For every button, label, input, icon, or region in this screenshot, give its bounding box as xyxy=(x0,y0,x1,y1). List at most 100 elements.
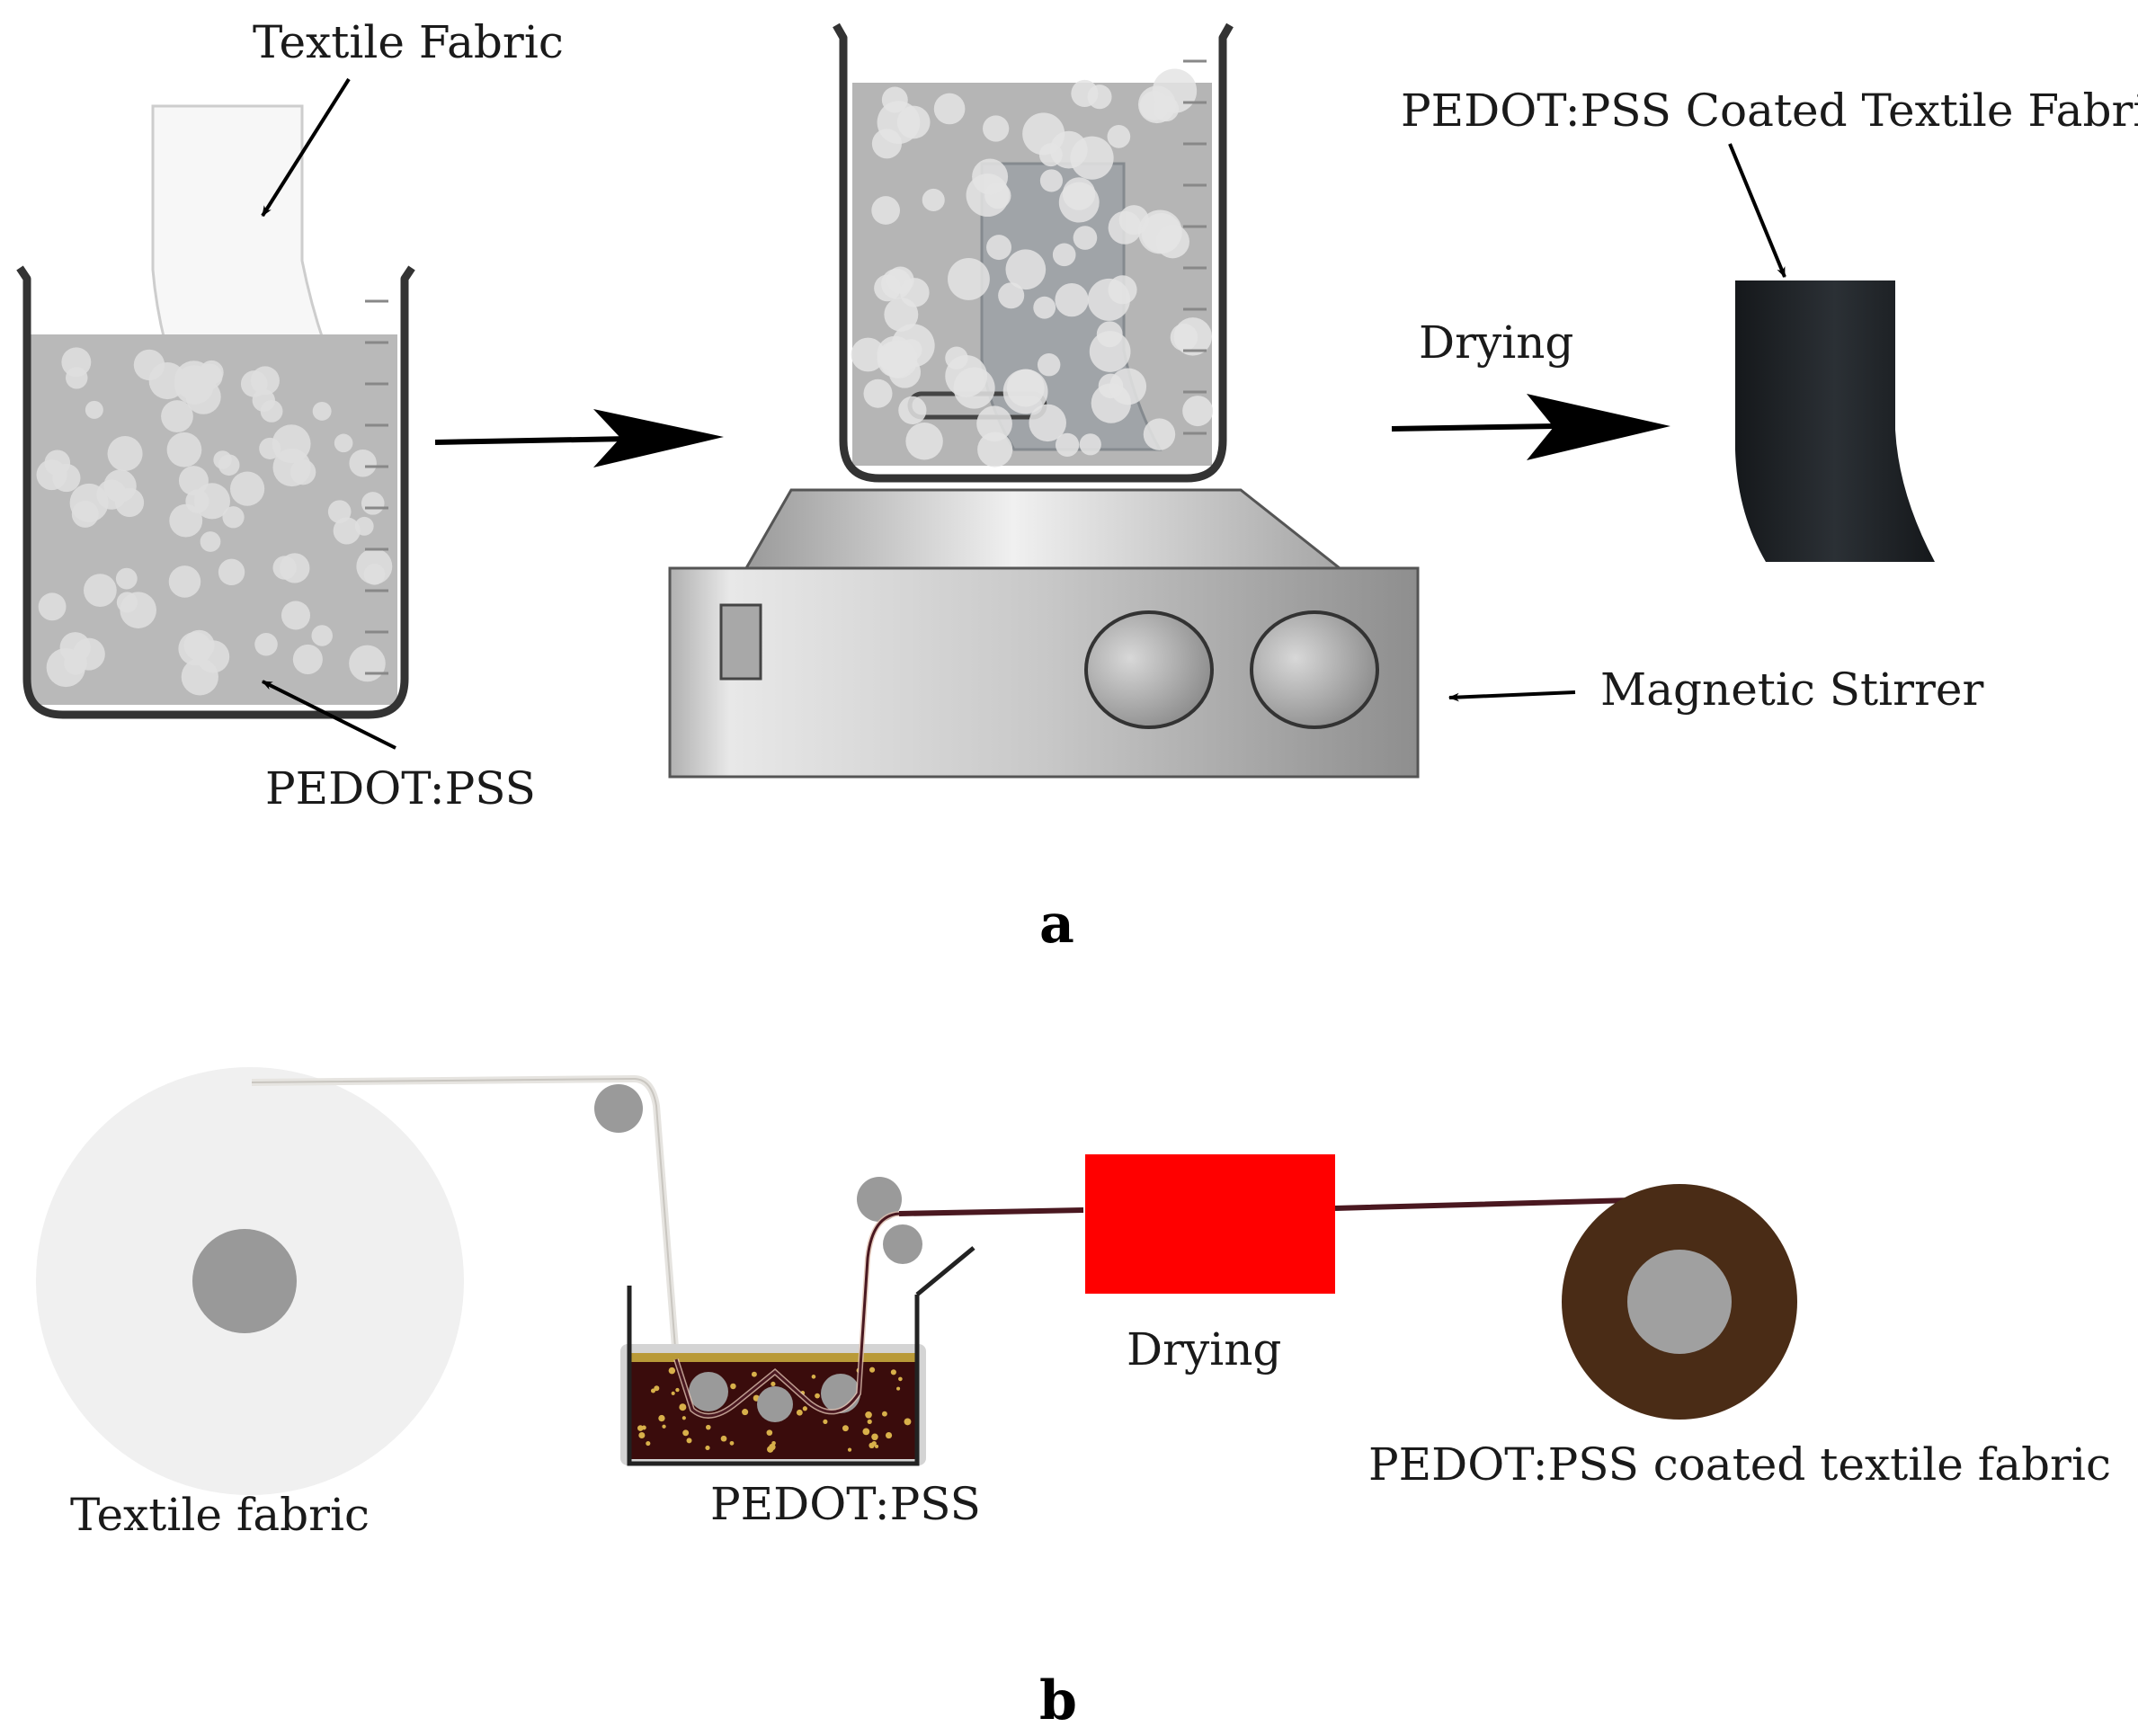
bubble xyxy=(181,658,218,696)
particle xyxy=(898,1376,903,1382)
panel-a: Textile Fabric PEDOT:PSS Drying xyxy=(16,16,2138,956)
stirrer-knob-2 xyxy=(1250,610,1379,729)
bubble xyxy=(1037,352,1061,377)
stirrer-switch xyxy=(719,603,762,681)
beaker-pedot-pss xyxy=(16,104,415,719)
bubble xyxy=(133,349,165,381)
particle xyxy=(842,1425,849,1432)
beaker-on-stirrer xyxy=(833,22,1234,483)
bubble xyxy=(972,158,1009,195)
bubble xyxy=(1055,432,1080,457)
bubble xyxy=(166,432,202,467)
bubble xyxy=(933,93,966,125)
bubble xyxy=(1108,210,1142,245)
bubble xyxy=(983,115,1010,142)
bath-roller-2 xyxy=(757,1386,793,1422)
bubble xyxy=(1173,317,1213,356)
bubble xyxy=(254,632,278,656)
magnetic-stirrer xyxy=(668,488,1420,779)
bubble xyxy=(1182,396,1214,427)
particle xyxy=(862,1428,870,1436)
bubble xyxy=(103,469,137,503)
bubble xyxy=(311,625,333,646)
bubble xyxy=(363,563,386,585)
coated-roll-core xyxy=(1627,1250,1732,1354)
particle xyxy=(654,1385,660,1392)
guide-roller-2 xyxy=(857,1177,902,1222)
bubble xyxy=(120,592,156,628)
bath-lip xyxy=(915,1246,975,1296)
particle xyxy=(766,1429,773,1436)
stirrer-knob-1 xyxy=(1084,610,1214,729)
guide-roller-1 xyxy=(594,1084,643,1133)
particle xyxy=(796,1409,803,1416)
bubble xyxy=(1143,418,1176,450)
particle xyxy=(646,1440,651,1447)
bubble xyxy=(1039,169,1064,192)
bath-surface xyxy=(631,1353,917,1362)
arrow-coated-fabric-a xyxy=(1728,143,1786,279)
particle xyxy=(681,1416,686,1420)
bubble xyxy=(107,436,143,472)
particle xyxy=(675,1387,680,1393)
bubble xyxy=(334,433,353,453)
panel-label-a: a xyxy=(1039,893,1074,956)
label-pedot-pss-b: PEDOT:PSS xyxy=(710,1478,981,1530)
bubble xyxy=(1005,249,1047,290)
particle xyxy=(679,1403,687,1411)
particle xyxy=(637,1425,644,1431)
panel-label-b: b xyxy=(1039,1669,1077,1732)
bubble xyxy=(1087,85,1112,110)
bubble xyxy=(333,517,361,545)
process-arrow-1 xyxy=(434,409,724,467)
bubble xyxy=(1002,369,1048,414)
particle xyxy=(686,1438,692,1444)
bubble xyxy=(851,337,886,372)
bubble xyxy=(260,399,283,423)
bubble xyxy=(292,644,323,675)
bubble xyxy=(178,631,212,666)
graduation-marks xyxy=(1183,59,1207,435)
bubble xyxy=(38,592,67,621)
bubbles xyxy=(851,68,1214,467)
bubble xyxy=(871,196,901,225)
bubble xyxy=(218,558,245,586)
particle xyxy=(730,1383,736,1390)
particle xyxy=(641,1425,646,1430)
particle xyxy=(815,1393,820,1399)
bubble xyxy=(884,297,919,332)
bubble xyxy=(200,531,221,552)
bubble xyxy=(272,556,297,580)
bubble xyxy=(1070,136,1114,180)
particle xyxy=(871,1440,877,1447)
coated-textile-fabric xyxy=(1735,280,1935,562)
bath-roller-1 xyxy=(689,1372,728,1411)
particle xyxy=(869,1367,876,1373)
bubble xyxy=(1137,209,1182,254)
stirrer-top-plate xyxy=(744,488,1344,570)
bubble xyxy=(213,450,232,469)
label-coated-fabric-a: PEDOT:PSS Coated Textile Fabric xyxy=(1401,85,2138,137)
bubble xyxy=(240,370,268,397)
bubble xyxy=(1107,125,1131,148)
bubble xyxy=(349,645,386,682)
particle xyxy=(904,1418,912,1426)
dryer-box xyxy=(1085,1154,1335,1294)
bath-walls xyxy=(627,1286,920,1466)
arrow-pedot-pss-a xyxy=(261,680,396,750)
particle xyxy=(847,1447,852,1452)
bubble xyxy=(66,367,88,389)
label-textile-fabric-b: Textile fabric xyxy=(70,1489,370,1541)
roll-core xyxy=(192,1229,297,1333)
particle xyxy=(871,1433,878,1441)
bubble xyxy=(986,235,1012,261)
bubble xyxy=(272,448,311,487)
bubble xyxy=(976,405,1012,442)
bubble xyxy=(998,282,1025,309)
label-coated-fabric-b: PEDOT:PSS coated textile fabric xyxy=(1368,1438,2111,1491)
arrow-textile-fabric xyxy=(261,77,351,218)
particle xyxy=(823,1419,828,1424)
particle xyxy=(706,1424,711,1430)
bubble xyxy=(953,367,995,409)
